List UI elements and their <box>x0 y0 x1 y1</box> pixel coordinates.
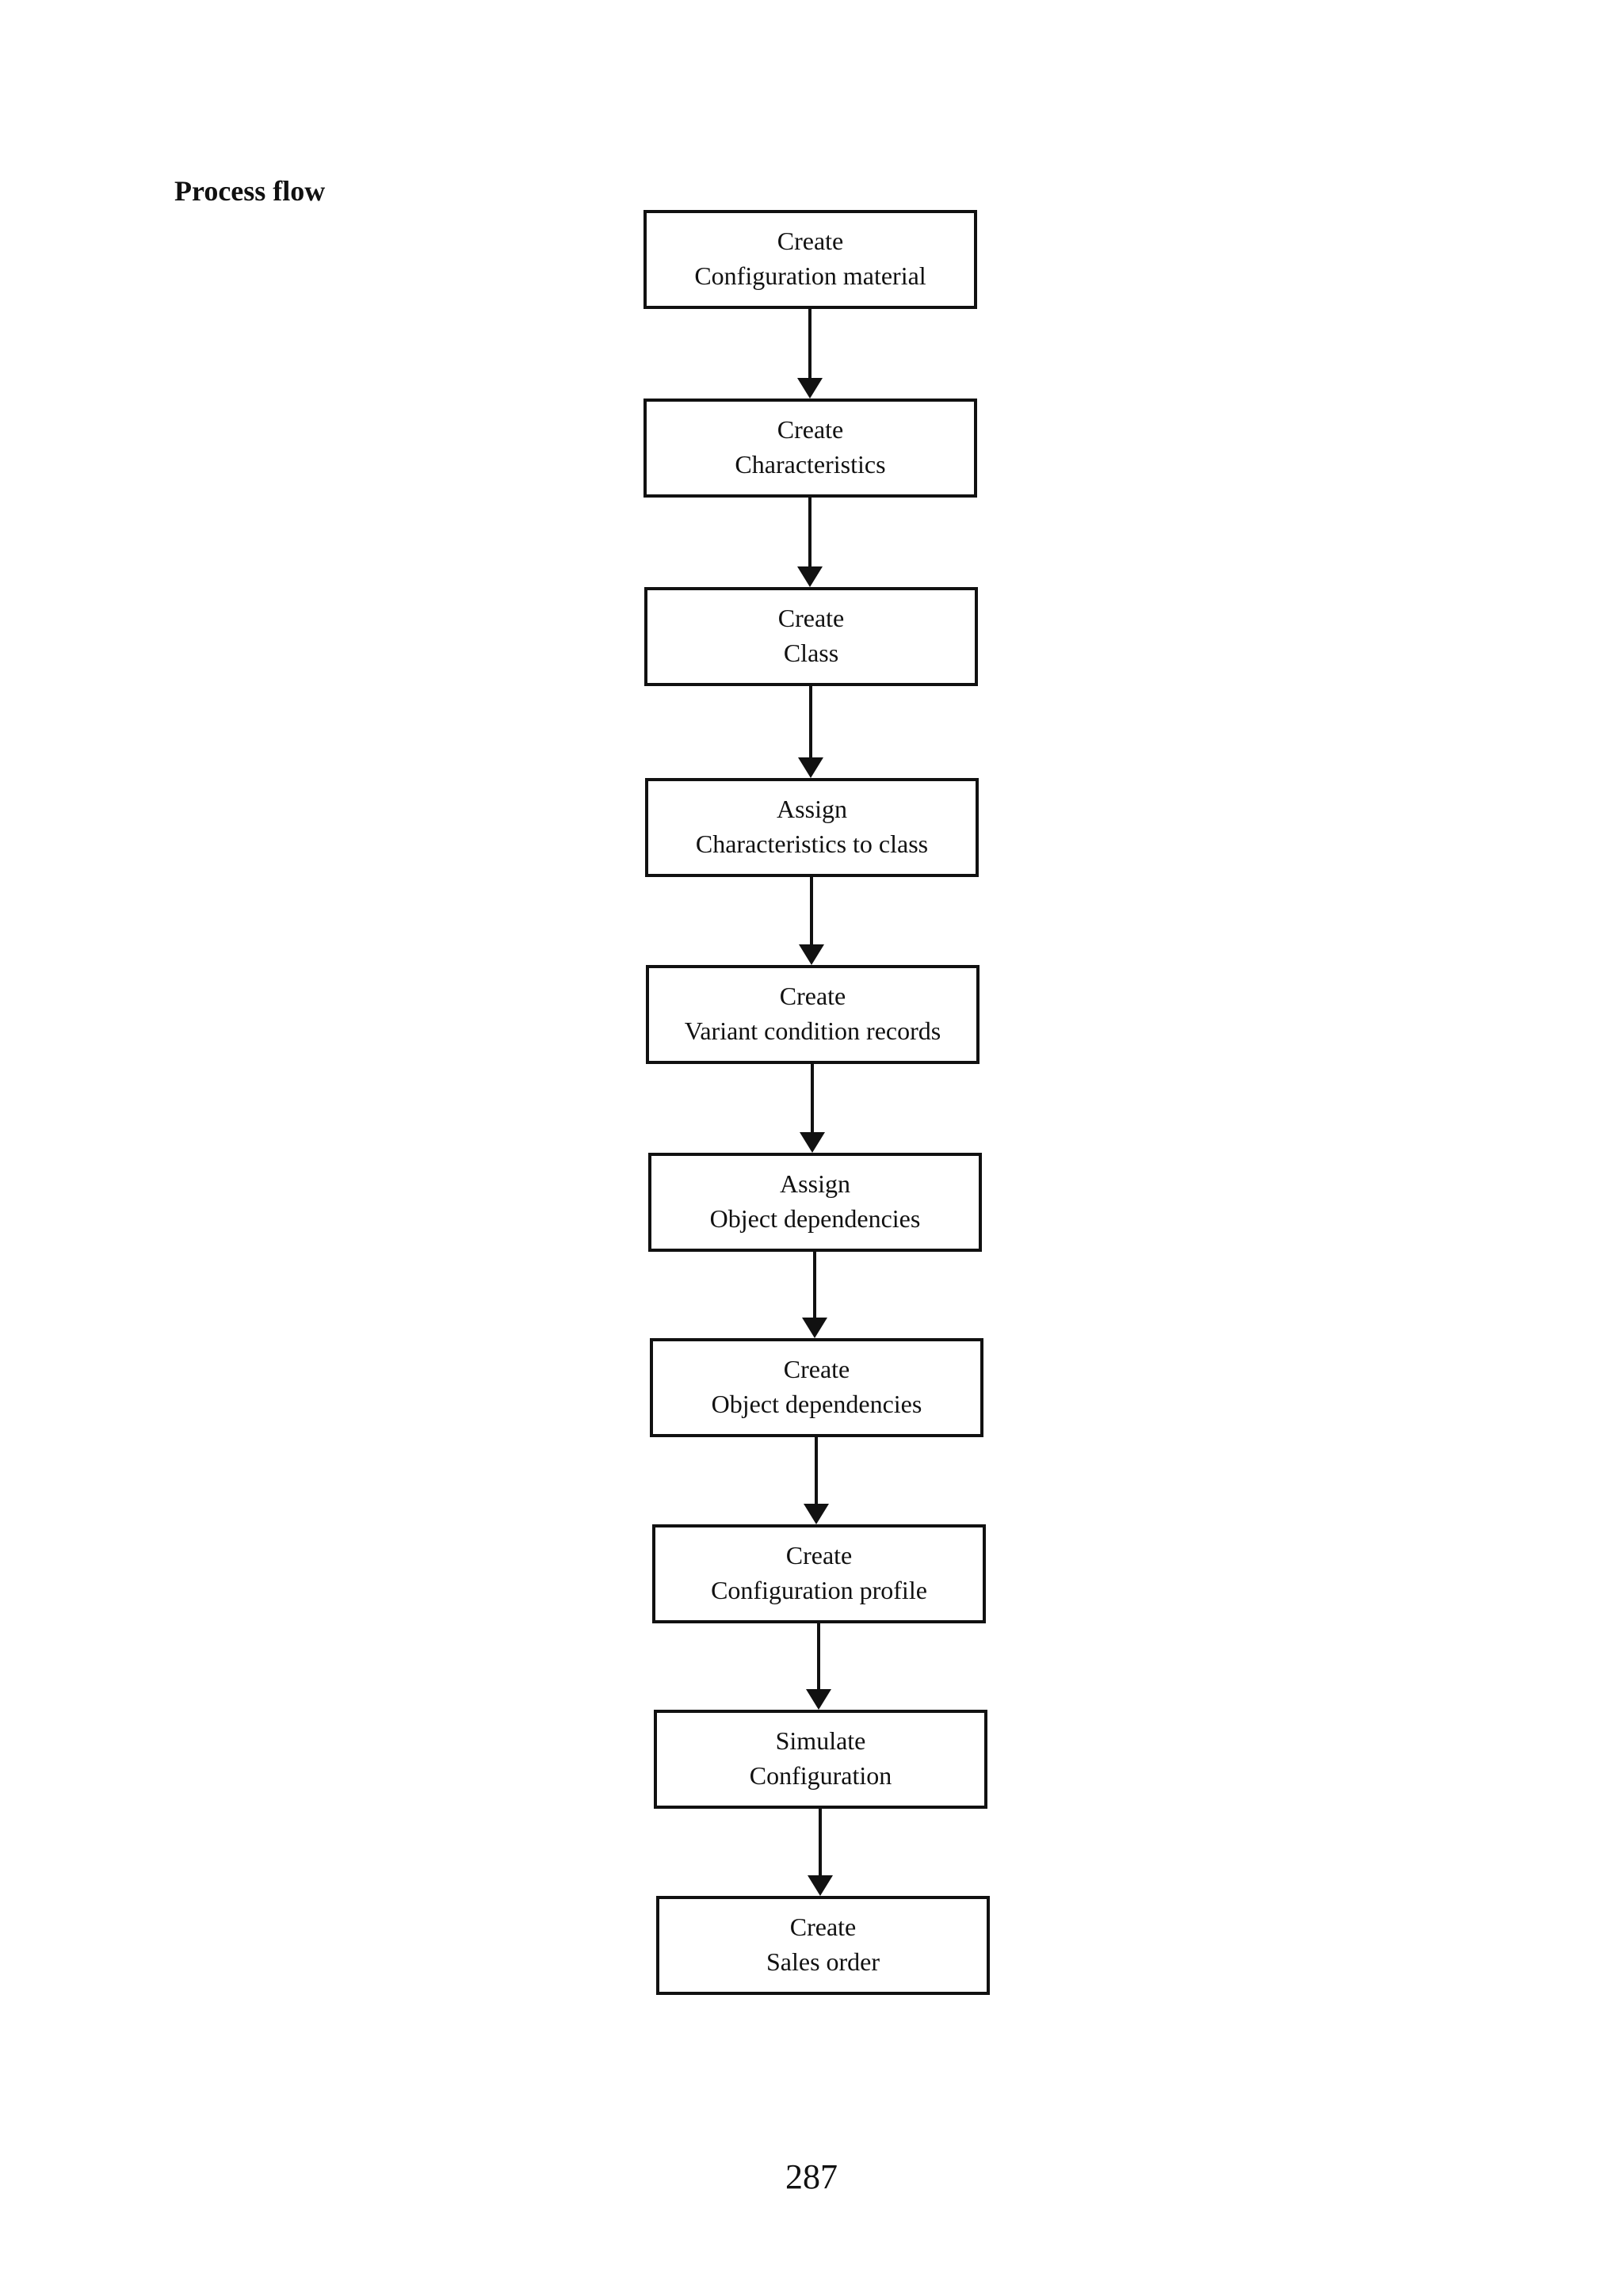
flow-step-label-line2: Object dependencies <box>709 1203 921 1233</box>
flow-step-label-line2: Configuration profile <box>711 1575 927 1604</box>
flow-step-assign-characteristics-to-class: Assign Characteristics to class <box>645 778 979 877</box>
arrow-line <box>811 1064 814 1132</box>
flow-step-label-line2: Configuration material <box>694 261 926 290</box>
arrow-connector <box>802 1252 827 1338</box>
flow-step-label-line1: Create <box>783 1354 850 1383</box>
flow-step-label-line1: Create <box>777 414 844 444</box>
arrow-head-icon <box>797 566 823 587</box>
flow-step-create-sales-order: Create Sales order <box>656 1896 990 1995</box>
flow-step-label-line2: Class <box>783 638 839 667</box>
flow-step-create-object-dependencies: Create Object dependencies <box>650 1338 983 1437</box>
flow-step-label-line2: Configuration <box>749 1760 892 1790</box>
flow-step-label-line1: Create <box>779 981 846 1010</box>
page-number: 287 <box>785 2157 838 2196</box>
flow-step-simulate-configuration: Simulate Configuration <box>654 1710 987 1809</box>
flow-step-create-variant-condition-records: Create Variant condition records <box>646 965 980 1064</box>
flow-step-label-line1: Create <box>785 1540 853 1569</box>
arrow-connector <box>797 309 823 399</box>
arrow-head-icon <box>799 944 824 965</box>
arrow-connector <box>808 1809 833 1896</box>
arrow-head-icon <box>804 1504 829 1524</box>
arrow-connector <box>806 1623 831 1710</box>
arrow-line <box>808 309 812 378</box>
arrow-line <box>809 686 812 757</box>
flow-step-label-line1: Assign <box>780 1169 850 1198</box>
flow-step-label-line1: Create <box>777 603 845 632</box>
arrow-line <box>810 877 813 944</box>
page-title: Process flow <box>174 175 326 207</box>
arrow-line <box>813 1252 816 1318</box>
flow-step-create-characteristics: Create Characteristics <box>643 399 977 498</box>
flow-step-create-class: Create Class <box>644 587 978 686</box>
flow-step-create-configuration-material: Create Configuration material <box>643 210 977 309</box>
arrow-head-icon <box>800 1132 825 1153</box>
arrow-head-icon <box>806 1689 831 1710</box>
arrow-connector <box>797 498 823 587</box>
flow-step-label-line2: Characteristics to class <box>695 829 929 858</box>
flow-step-label-line1: Assign <box>777 794 847 823</box>
flow-step-label-line2: Characteristics <box>735 449 886 479</box>
arrow-head-icon <box>808 1875 833 1896</box>
arrow-line <box>808 498 812 566</box>
flow-step-label-line2: Sales order <box>766 1947 880 1976</box>
arrow-line <box>815 1437 818 1504</box>
arrow-connector <box>799 877 824 965</box>
flow-step-assign-object-dependencies: Assign Object dependencies <box>648 1153 982 1252</box>
flow-step-label-line1: Create <box>777 226 844 255</box>
arrow-connector <box>804 1437 829 1524</box>
flow-step-label-line2: Object dependencies <box>711 1389 922 1418</box>
flow-step-label-line2: Variant condition records <box>684 1016 941 1045</box>
flow-step-label-line1: Simulate <box>775 1726 866 1755</box>
arrow-head-icon <box>802 1318 827 1338</box>
arrow-connector <box>798 686 823 778</box>
arrow-connector <box>800 1064 825 1153</box>
arrow-head-icon <box>798 757 823 778</box>
flow-step-label-line1: Create <box>789 1912 857 1941</box>
arrow-head-icon <box>797 378 823 399</box>
arrow-line <box>817 1623 820 1689</box>
flow-step-create-configuration-profile: Create Configuration profile <box>652 1524 986 1623</box>
arrow-line <box>819 1809 822 1875</box>
